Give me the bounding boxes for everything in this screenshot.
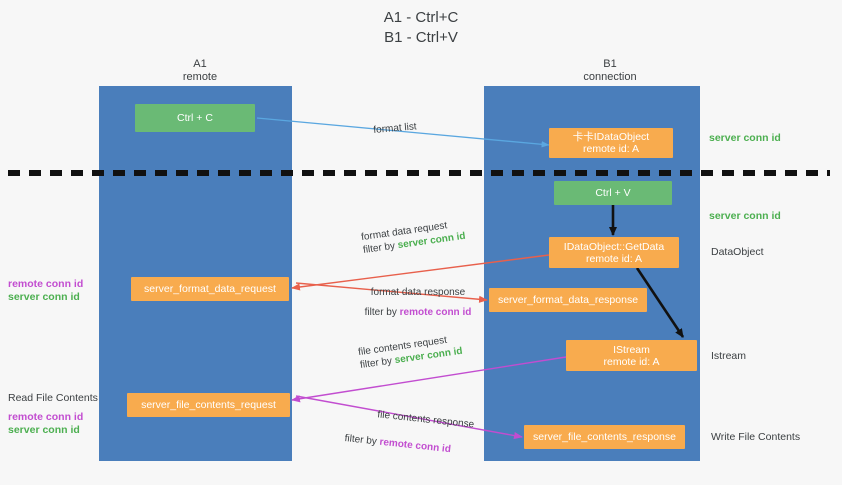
left-read-file-contents: Read File Contents [8, 392, 98, 404]
column-a1-sub: remote [182, 71, 218, 83]
left-remote-conn-id-1: remote conn id [8, 278, 84, 290]
column-a1-name: A1 [193, 58, 207, 70]
edge-label-format-list: format list [372, 121, 418, 137]
left-annotation-group-2: remote conn id server conn id [8, 411, 83, 437]
left-server-conn-id-1: server conn id [8, 291, 80, 303]
node-istream[interactable]: IStream remote id: A [566, 340, 697, 371]
edge-label-file-contents-response: file contents response filter by remote … [344, 405, 475, 458]
edge-file-contents-response-filter: filter by remote conn id [344, 433, 452, 456]
filter-value-remote-conn-id-2: remote conn id [378, 436, 452, 456]
left-annotation-group-1: remote conn id server conn id [8, 278, 83, 304]
node-server-file-contents-response[interactable]: server_file_contents_response [524, 425, 685, 449]
edge-format-data-response-title: format data response [370, 287, 466, 298]
left-remote-conn-id-2: remote conn id [8, 411, 84, 423]
right-server-conn-id-mid: server conn id [709, 210, 781, 222]
node-ctrl-v-label: Ctrl + V [595, 187, 631, 199]
column-header-a1: A1 remote [130, 58, 270, 84]
node-server-format-data-request[interactable]: server_format_data_request [131, 277, 289, 301]
column-b1-sub: connection [583, 71, 637, 83]
node-server-format-data-request-label: server_format_data_request [144, 283, 276, 295]
node-server-format-data-response-label: server_format_data_response [497, 294, 639, 306]
node-ctrl-c[interactable]: Ctrl + C [135, 104, 255, 132]
edge-label-file-contents-request: file contents request filter by server c… [357, 332, 464, 372]
filter-value-remote-conn-id: remote conn id [399, 307, 472, 318]
right-write-file-contents-label: Write File Contents [711, 431, 801, 443]
title-line-1: A1 - Ctrl+C [383, 9, 459, 26]
node-idataobject-line1: 卡卡IDataObject [572, 131, 650, 143]
node-istream-line1: IStream [613, 343, 650, 356]
title-line-2: B1 - Ctrl+V [384, 29, 458, 46]
edge-label-format-data-response: format data response filter by remote co… [338, 286, 498, 319]
left-server-conn-id-2: server conn id [8, 424, 80, 436]
edge-format-data-response-filter: filter by remote conn id [364, 307, 472, 318]
edge-label-format-data-request: format data request filter by server con… [360, 217, 467, 257]
column-header-b1: B1 connection [540, 58, 680, 84]
node-server-file-contents-request[interactable]: server_file_contents_request [127, 393, 290, 417]
node-ctrl-c-label: Ctrl + C [177, 112, 213, 124]
node-server-file-contents-request-label: server_file_contents_request [141, 399, 276, 411]
right-server-conn-id-top: server conn id [709, 132, 781, 144]
node-server-format-data-response[interactable]: server_format_data_response [489, 288, 647, 312]
node-getdata-line2: remote id: A [585, 252, 643, 265]
node-idataobject-getdata[interactable]: IDataObject::GetData remote id: A [549, 237, 679, 268]
node-idataobject-line2: remote id: A [582, 143, 640, 155]
node-istream-line2: remote id: A [603, 355, 660, 368]
column-b1-name: B1 [603, 58, 617, 70]
right-istream-label: Istream [711, 350, 747, 362]
right-dataobject-label: DataObject [711, 246, 764, 258]
node-getdata-line1: IDataObject::GetData [563, 240, 665, 253]
page-title: A1 - Ctrl+C B1 - Ctrl+V [0, 8, 842, 48]
node-idataobject[interactable]: 卡卡IDataObject remote id: A [549, 128, 673, 158]
edge-file-contents-response-title: file contents response [376, 409, 475, 431]
node-server-file-contents-response-label: server_file_contents_response [532, 431, 676, 443]
node-ctrl-v[interactable]: Ctrl + V [554, 181, 672, 205]
